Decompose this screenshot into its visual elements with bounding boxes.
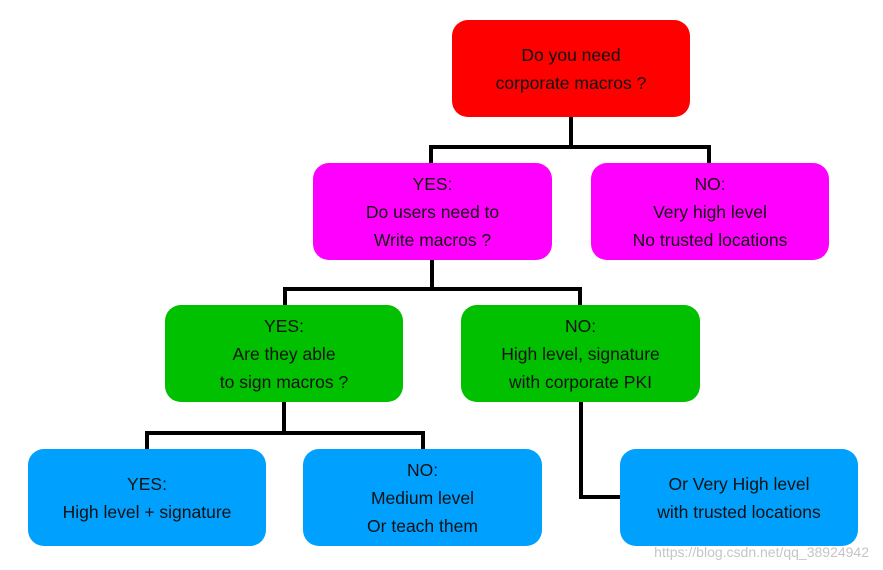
node-line: to sign macros ? bbox=[219, 371, 349, 392]
connector-root-to-level1 bbox=[429, 115, 711, 165]
node-line: Or Very High level bbox=[668, 473, 810, 494]
node-line: High level + signature bbox=[62, 501, 232, 522]
node-users-write-macros-question: YES: Do users need to Write macros ? bbox=[313, 163, 552, 260]
node-line: Write macros ? bbox=[373, 229, 492, 250]
node-line: NO: bbox=[694, 173, 726, 194]
node-able-to-sign-question: YES: Are they able to sign macros ? bbox=[165, 305, 403, 402]
watermark-text: https://blog.csdn.net/qq_38924942 bbox=[654, 544, 869, 560]
node-line: NO: bbox=[564, 315, 597, 336]
node-very-high-level: NO: Very high level No trusted locations bbox=[591, 163, 829, 260]
node-medium-level: NO: Medium level Or teach them bbox=[303, 449, 542, 546]
node-line: Very high level bbox=[653, 201, 767, 222]
connector-yes1-to-level2 bbox=[283, 258, 582, 307]
node-line: with trusted locations bbox=[657, 501, 821, 522]
node-line: YES: bbox=[412, 173, 453, 194]
node-line: YES: bbox=[127, 473, 167, 494]
node-line: NO: bbox=[406, 459, 439, 480]
node-high-level-signature-pki: NO: High level, signature with corporate… bbox=[461, 305, 700, 402]
node-line: Or teach them bbox=[367, 515, 478, 536]
node-line: Do you need bbox=[521, 44, 621, 65]
connector-no2-to-orvery bbox=[579, 400, 622, 499]
node-line: Medium level bbox=[370, 487, 475, 508]
node-line: with corporate PKI bbox=[509, 371, 652, 392]
node-line: Are they able bbox=[232, 343, 336, 364]
node-line: Do users need to bbox=[365, 201, 500, 222]
node-line: High level, signature bbox=[501, 343, 660, 364]
node-corporate-macros-question: Do you need corporate macros ? bbox=[452, 20, 690, 117]
connector-yes2-to-level3 bbox=[145, 400, 425, 451]
node-line: YES: bbox=[264, 315, 304, 336]
node-high-level-plus-signature: YES: High level + signature bbox=[28, 449, 266, 546]
node-very-high-trusted-locations: Or Very High level with trusted location… bbox=[620, 449, 858, 546]
node-line: No trusted locations bbox=[632, 229, 788, 250]
node-line: corporate macros ? bbox=[495, 72, 647, 93]
